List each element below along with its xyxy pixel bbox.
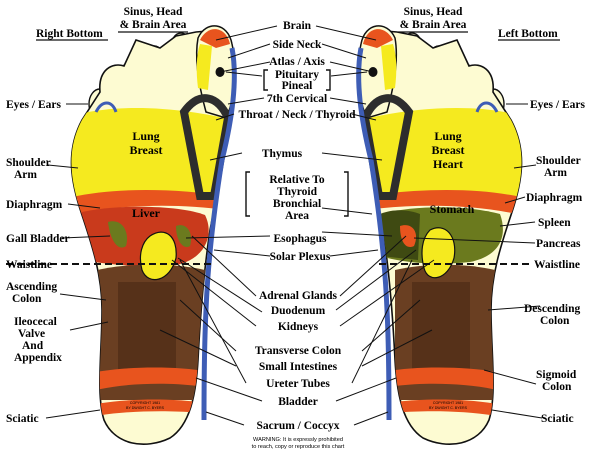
sciatic-label-left: Sciatic <box>541 413 574 425</box>
gall-bladder-label: Gall Bladder <box>6 233 70 245</box>
zone-breast-right: Breast <box>129 143 162 157</box>
waistline-label-right: Waistline <box>6 259 52 271</box>
ileo-label-3: And <box>22 340 44 352</box>
left-foot: COPYRIGHT 1981 BY DWIGHT C. BYERS <box>356 25 523 446</box>
throat-label: Throat / Neck / Thyroid <box>239 109 357 121</box>
zone-lung-left: Lung <box>434 129 461 143</box>
waistline-label-left: Waistline <box>534 259 580 271</box>
right-foot: COPYRIGHT 1981 BY DWIGHT C. BYERS <box>70 25 237 446</box>
zone-liver: Liver <box>132 206 161 220</box>
sinus-label-right-2: & Brain Area <box>120 19 187 31</box>
ileo-label-2: Valve <box>18 328 45 340</box>
left-kidney-shape <box>421 227 456 279</box>
left-pancreas-shape <box>400 225 417 248</box>
left-brain-point <box>363 29 393 48</box>
zone-stomach: Stomach <box>430 202 475 216</box>
leader-lines <box>45 25 543 426</box>
left-bottom-header: Left Bottom <box>498 28 558 40</box>
relative-label-3: Bronchial <box>273 198 321 210</box>
ureter-tubes-label: Ureter Tubes <box>266 378 330 390</box>
right-kidney-shape <box>139 231 177 281</box>
eyes-ears-label-left: Eyes / Ears <box>530 99 585 111</box>
ascending-label-2: Colon <box>12 293 42 305</box>
right-copyright-2: BY DWIGHT C. BYERS <box>126 406 165 410</box>
warning-line-2: to reach, copy or reproduce this chart <box>252 444 345 450</box>
sigmoid-label-2: Colon <box>542 381 572 393</box>
relative-label-4: Area <box>285 210 309 222</box>
arm-label-right: Arm <box>14 169 37 181</box>
side-neck-label: Side Neck <box>273 39 322 51</box>
pineal-label: Pineal <box>282 80 313 92</box>
small-intestines-label: Small Intestines <box>259 361 338 373</box>
ileo-label-1: Ileocecal <box>14 316 57 328</box>
bladder-label: Bladder <box>278 396 318 408</box>
warning-line-1: WARNING: It is expressly prohibited <box>253 437 343 443</box>
ascending-label-1: Ascending <box>6 281 57 293</box>
pituitary-label: Pituitary <box>275 69 319 81</box>
atlas-axis-label: Atlas / Axis <box>269 56 325 68</box>
relative-label-1: Relative To <box>269 174 325 186</box>
shoulder-label-left: Shoulder <box>536 155 581 167</box>
pancreas-label: Pancreas <box>536 238 581 250</box>
left-diaphragm-band <box>358 190 522 218</box>
left-copyright-2: BY DWIGHT C. BYERS <box>429 406 468 410</box>
zone-breast-left: Breast <box>431 143 464 157</box>
adrenal-label: Adrenal Glands <box>259 290 338 302</box>
right-brain-point <box>200 29 230 48</box>
transverse-colon-label: Transverse Colon <box>255 345 342 357</box>
right-copyright-1: COPYRIGHT 1981 <box>130 401 160 405</box>
sigmoid-label-1: Sigmoid <box>536 369 577 381</box>
right-spine <box>201 47 237 421</box>
right-diaphragm-band <box>71 190 235 218</box>
right-bottom-header: Right Bottom <box>36 28 103 40</box>
shoulder-label-right: Shoulder <box>6 157 51 169</box>
zone-heart: Heart <box>433 157 463 171</box>
sinus-label-right-1: Sinus, Head <box>124 6 183 18</box>
thymus-label: Thymus <box>262 148 303 160</box>
sciatic-label-right: Sciatic <box>6 413 39 425</box>
spleen-label: Spleen <box>538 217 571 229</box>
zone-lung-right: Lung <box>132 129 159 143</box>
duodenum-label: Duodenum <box>271 305 326 317</box>
descending-label-2: Colon <box>540 315 570 327</box>
solar-plexus-label: Solar Plexus <box>270 251 331 263</box>
diaphragm-label-left: Diaphragm <box>526 192 583 204</box>
descending-label-1: Descending <box>524 303 580 315</box>
arm-label-left: Arm <box>544 167 567 179</box>
eyes-ears-label-right: Eyes / Ears <box>6 99 61 111</box>
cervical-label: 7th Cervical <box>267 93 327 105</box>
esophagus-label: Esophagus <box>273 233 327 245</box>
sinus-label-left-2: & Brain Area <box>400 19 467 31</box>
relative-label-2: Thyroid <box>277 186 318 198</box>
sinus-label-left-1: Sinus, Head <box>404 6 463 18</box>
sacrum-label: Sacrum / Coccyx <box>256 420 339 432</box>
diaphragm-label-right: Diaphragm <box>6 199 63 211</box>
ileo-label-4: Appendix <box>14 352 62 364</box>
kidneys-label: Kidneys <box>278 321 319 333</box>
left-copyright-1: COPYRIGHT 1981 <box>433 401 463 405</box>
brain-label: Brain <box>283 20 312 32</box>
